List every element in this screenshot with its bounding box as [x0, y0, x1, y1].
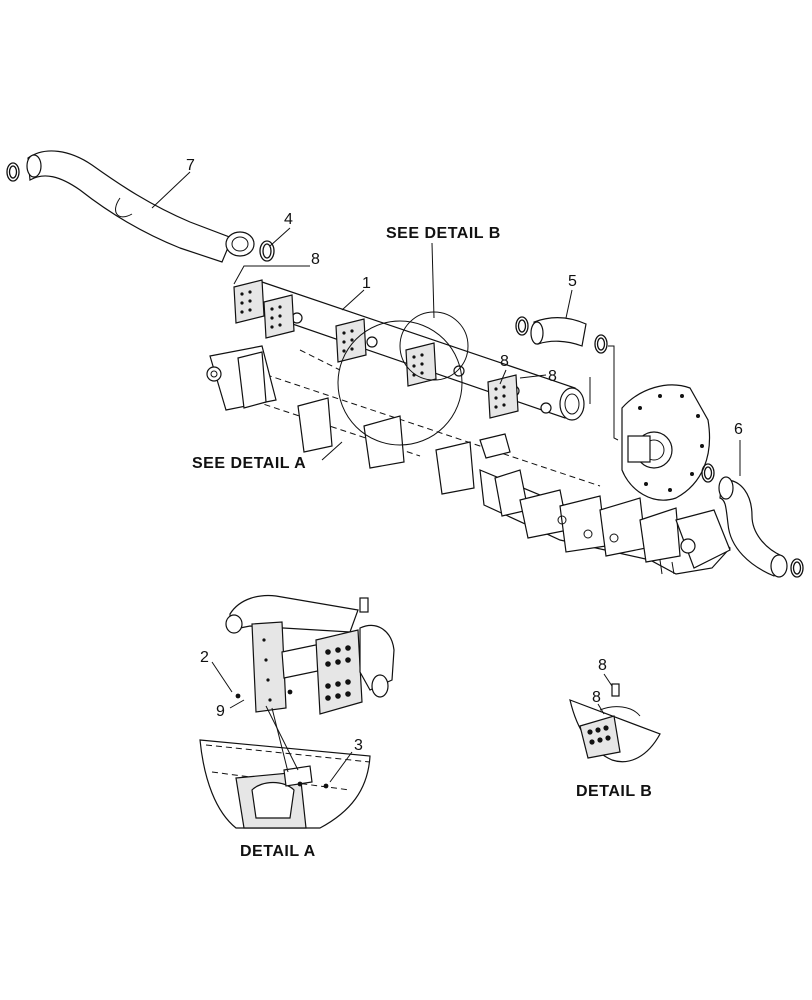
bent-hose-part-6 [701, 463, 804, 578]
elbow-hose-part-5 [515, 316, 608, 354]
detail-a-view [199, 594, 395, 829]
callout-8-mid-b: 8 [548, 368, 557, 385]
leader-lines [151, 171, 741, 476]
curved-tube-part-7 [6, 150, 255, 263]
callout-8-top: 8 [311, 251, 320, 268]
see-detail-a-reference: SEE DETAIL A [192, 455, 306, 472]
flange-plates [233, 279, 519, 419]
callout-3: 3 [354, 737, 363, 754]
callout-8-detail-b-top: 8 [598, 657, 607, 674]
callout-8-detail-b-inner: 8 [592, 689, 601, 706]
detail-b-view [569, 673, 661, 763]
callout-6: 6 [734, 421, 743, 438]
detail-a-title: DETAIL A [240, 843, 316, 860]
callout-7: 7 [186, 157, 195, 174]
callout-4: 4 [284, 211, 293, 228]
round-mounting-plate [621, 384, 711, 501]
detail-a-reference-circle [337, 320, 463, 446]
callout-8-mid-a: 8 [500, 353, 509, 370]
lower-frame [206, 345, 731, 575]
callout-1: 1 [362, 275, 371, 292]
clamp-part-4 [259, 240, 275, 262]
callout-9: 9 [216, 703, 225, 720]
detail-b-title: DETAIL B [576, 783, 652, 800]
callout-5: 5 [568, 273, 577, 290]
callout-2: 2 [200, 649, 209, 666]
leader-hose-to-plate [608, 345, 619, 441]
see-detail-b-reference: SEE DETAIL B [386, 225, 501, 242]
